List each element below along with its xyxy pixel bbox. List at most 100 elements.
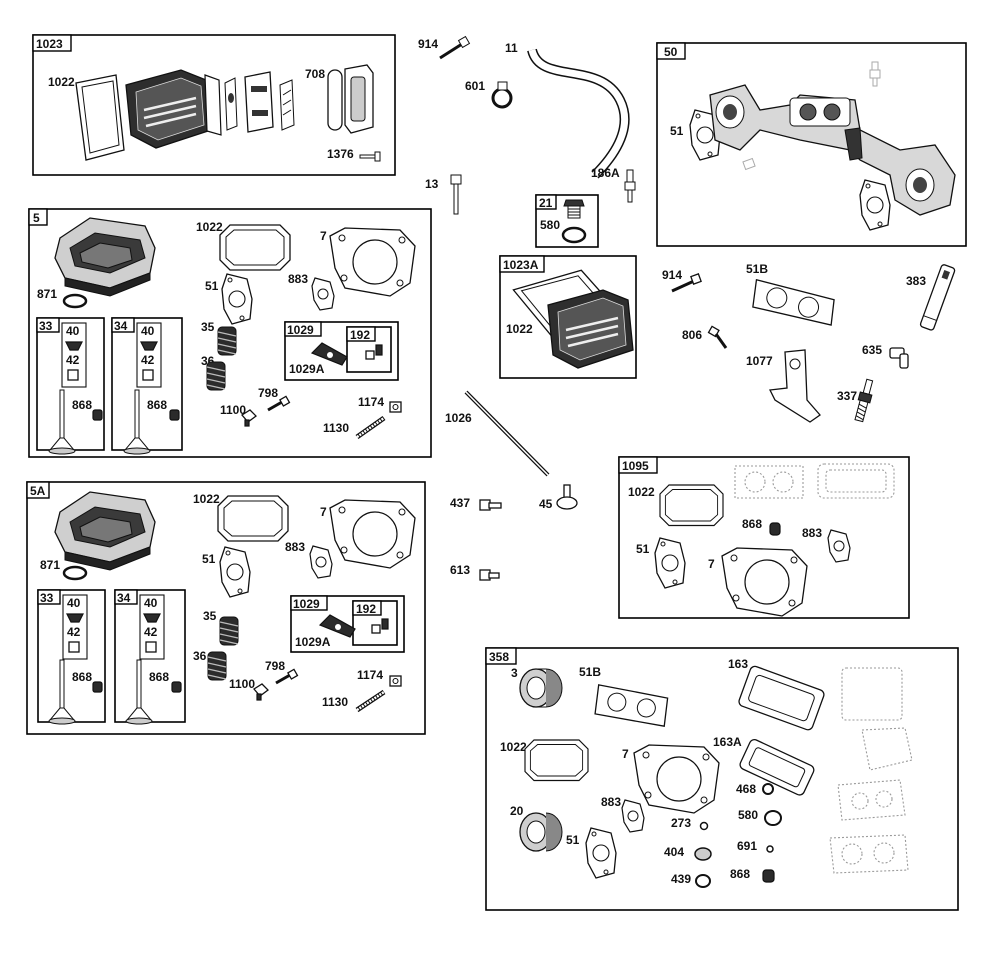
breather-body: [244, 71, 274, 133]
label-1130: 1130: [323, 421, 349, 435]
label-1095: 1095: [622, 459, 649, 473]
valve-cover-gasket: [75, 74, 125, 161]
label-3: 3: [511, 666, 518, 680]
label-7-b: 7: [708, 557, 715, 571]
label-163: 163: [728, 657, 748, 671]
label-1077: 1077: [746, 354, 773, 368]
label-42: 42: [66, 353, 80, 367]
keeper-42: [67, 369, 79, 381]
label-871-b: 871: [40, 558, 60, 572]
label-33: 33: [39, 319, 53, 333]
label-806: 806: [682, 328, 702, 342]
label-358: 358: [489, 650, 509, 664]
label-1026: 1026: [445, 411, 472, 425]
fitting-manifold: [869, 61, 881, 87]
retainer-40-c: [66, 613, 84, 623]
fitting-186A: [624, 169, 636, 203]
label-11: 11: [505, 41, 518, 55]
oil-seal-3: [519, 668, 563, 708]
label-383: 383: [906, 274, 926, 288]
label-45: 45: [539, 497, 553, 511]
label-51-d: 51: [202, 552, 216, 566]
bolt-914: [439, 35, 471, 60]
label-883-d: 883: [601, 795, 621, 809]
seal-871-b: [62, 565, 88, 581]
label-914: 914: [418, 37, 438, 51]
label-20: 20: [510, 804, 524, 818]
valve-cover: [124, 68, 213, 150]
label-34: 34: [114, 319, 128, 333]
oil-fill-cap-21: [563, 199, 585, 219]
gasket-51-e: [585, 827, 617, 879]
gasket-51-c: [654, 537, 686, 589]
intake-gasket-51-b: [859, 179, 891, 231]
bracket-1077: [769, 349, 821, 423]
seal-868: [92, 409, 103, 421]
seal-868-e: [171, 681, 182, 693]
stud-1130: [355, 415, 386, 440]
screw-798: [267, 395, 291, 412]
head-gasket-7-c: [329, 499, 416, 569]
label-163A: 163A: [713, 735, 742, 749]
guide-1100: [241, 409, 257, 427]
gasket-1022-f: [524, 739, 589, 782]
gasket-883-d: [621, 799, 645, 833]
spark-plug-boot-635: [889, 347, 909, 369]
label-21: 21: [539, 196, 553, 210]
gasket-51-b: [221, 273, 253, 325]
label-580-b: 580: [738, 808, 758, 822]
gasket-outline-163-ghost-b: [829, 667, 913, 874]
label-635: 635: [862, 343, 882, 357]
label-1022-e: 1022: [193, 492, 220, 506]
label-40: 40: [66, 324, 80, 338]
spring-35-b: [219, 616, 239, 646]
grommet-404: [694, 847, 712, 861]
label-42-b: 42: [141, 353, 155, 367]
label-1376: 1376: [327, 147, 354, 161]
gasket-708: [327, 69, 343, 131]
label-1174-b: 1174: [357, 668, 383, 682]
label-36-b: 36: [193, 649, 207, 663]
nut-1174: [389, 401, 402, 413]
cylinder-head-5A: [54, 491, 156, 571]
breather-gasket: [279, 79, 295, 131]
label-337: 337: [837, 389, 857, 403]
label-1023A: 1023A: [503, 258, 539, 272]
label-868-d: 868: [72, 670, 92, 684]
label-51B: 51B: [746, 262, 768, 276]
label-40-b: 40: [141, 324, 155, 338]
spring-35: [217, 326, 237, 356]
push-rod-1026: [464, 390, 550, 477]
screw-613: [479, 569, 500, 581]
screw-13: [450, 174, 462, 215]
label-50: 50: [664, 45, 678, 59]
breather-baffle: [224, 77, 238, 131]
label-868-b: 868: [147, 398, 167, 412]
label-5A: 5A: [30, 484, 46, 498]
rocker-arm-1029: [310, 342, 348, 366]
screw-806: [707, 325, 728, 349]
washer-468: [762, 783, 774, 795]
bolt-914-b: [671, 273, 702, 293]
label-273: 273: [671, 816, 691, 830]
gasket-163A: [739, 738, 815, 796]
label-798-b: 798: [265, 659, 285, 673]
label-7: 7: [320, 229, 327, 243]
seal-580: [561, 226, 587, 244]
label-1029A: 1029A: [289, 362, 325, 376]
label-5: 5: [33, 211, 40, 225]
washer-273: [699, 821, 709, 831]
head-gasket-7-d: [633, 744, 720, 814]
label-1029: 1029: [287, 323, 314, 337]
gasket-1022-e: [217, 495, 289, 542]
label-35-b: 35: [203, 609, 217, 623]
label-404: 404: [664, 845, 684, 859]
ignition-module-383: [919, 264, 956, 331]
label-1022-d: 1022: [628, 485, 655, 499]
keeper-42-c: [68, 641, 80, 653]
guide-1100-b: [253, 683, 269, 701]
label-51B-b: 51B: [579, 665, 601, 679]
label-40-c: 40: [67, 596, 81, 610]
gasket-51-d: [219, 546, 251, 598]
clamp-601: [491, 81, 513, 109]
